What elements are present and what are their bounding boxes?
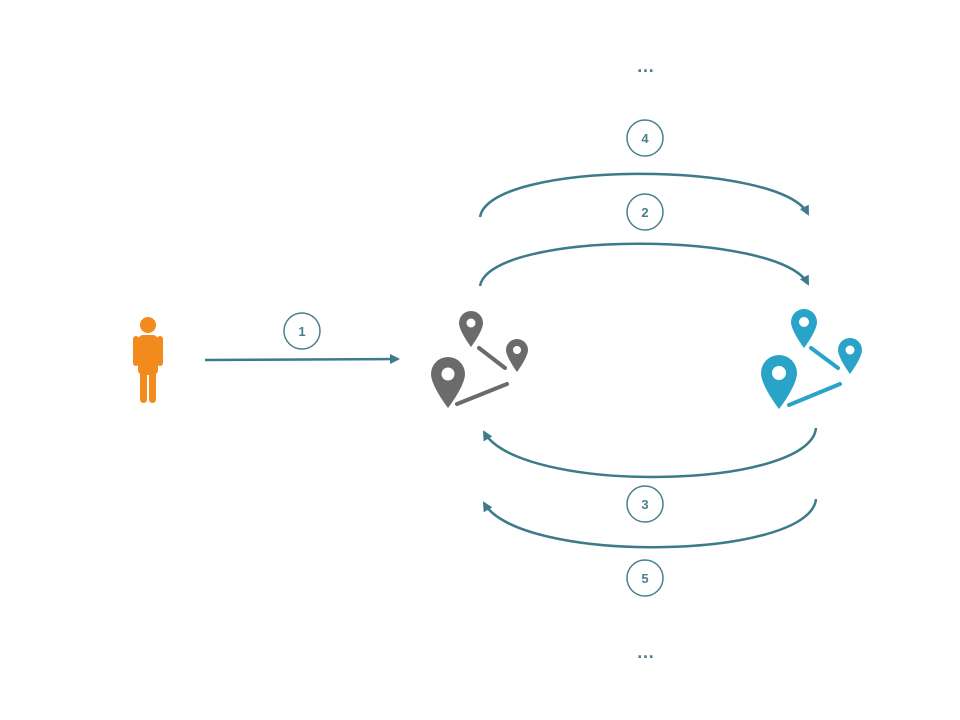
step-2-label: 2 — [641, 205, 648, 220]
ellipsis-bottom: … — [637, 642, 656, 662]
step-4-label: 4 — [641, 131, 649, 146]
step-3-badge: 3 — [626, 485, 664, 523]
arrow-step-4 — [478, 172, 810, 218]
arrow-step-5 — [482, 498, 818, 549]
step-5-badge: 5 — [626, 559, 664, 597]
map-route-pins-icon-left — [431, 311, 528, 408]
person-icon — [133, 317, 163, 403]
step-1-badge: 1 — [283, 312, 321, 350]
step-5-label: 5 — [641, 571, 648, 586]
map-route-pins-icon-right — [761, 309, 862, 409]
arrow-step-3 — [482, 427, 818, 479]
arrow-step-1 — [204, 354, 400, 365]
step-1-label: 1 — [298, 324, 305, 339]
ellipsis-top: … — [637, 56, 656, 76]
step-4-badge: 4 — [626, 119, 664, 157]
step-3-label: 3 — [641, 497, 648, 512]
arrow-step-2 — [478, 242, 810, 287]
step-2-badge: 2 — [626, 193, 664, 231]
